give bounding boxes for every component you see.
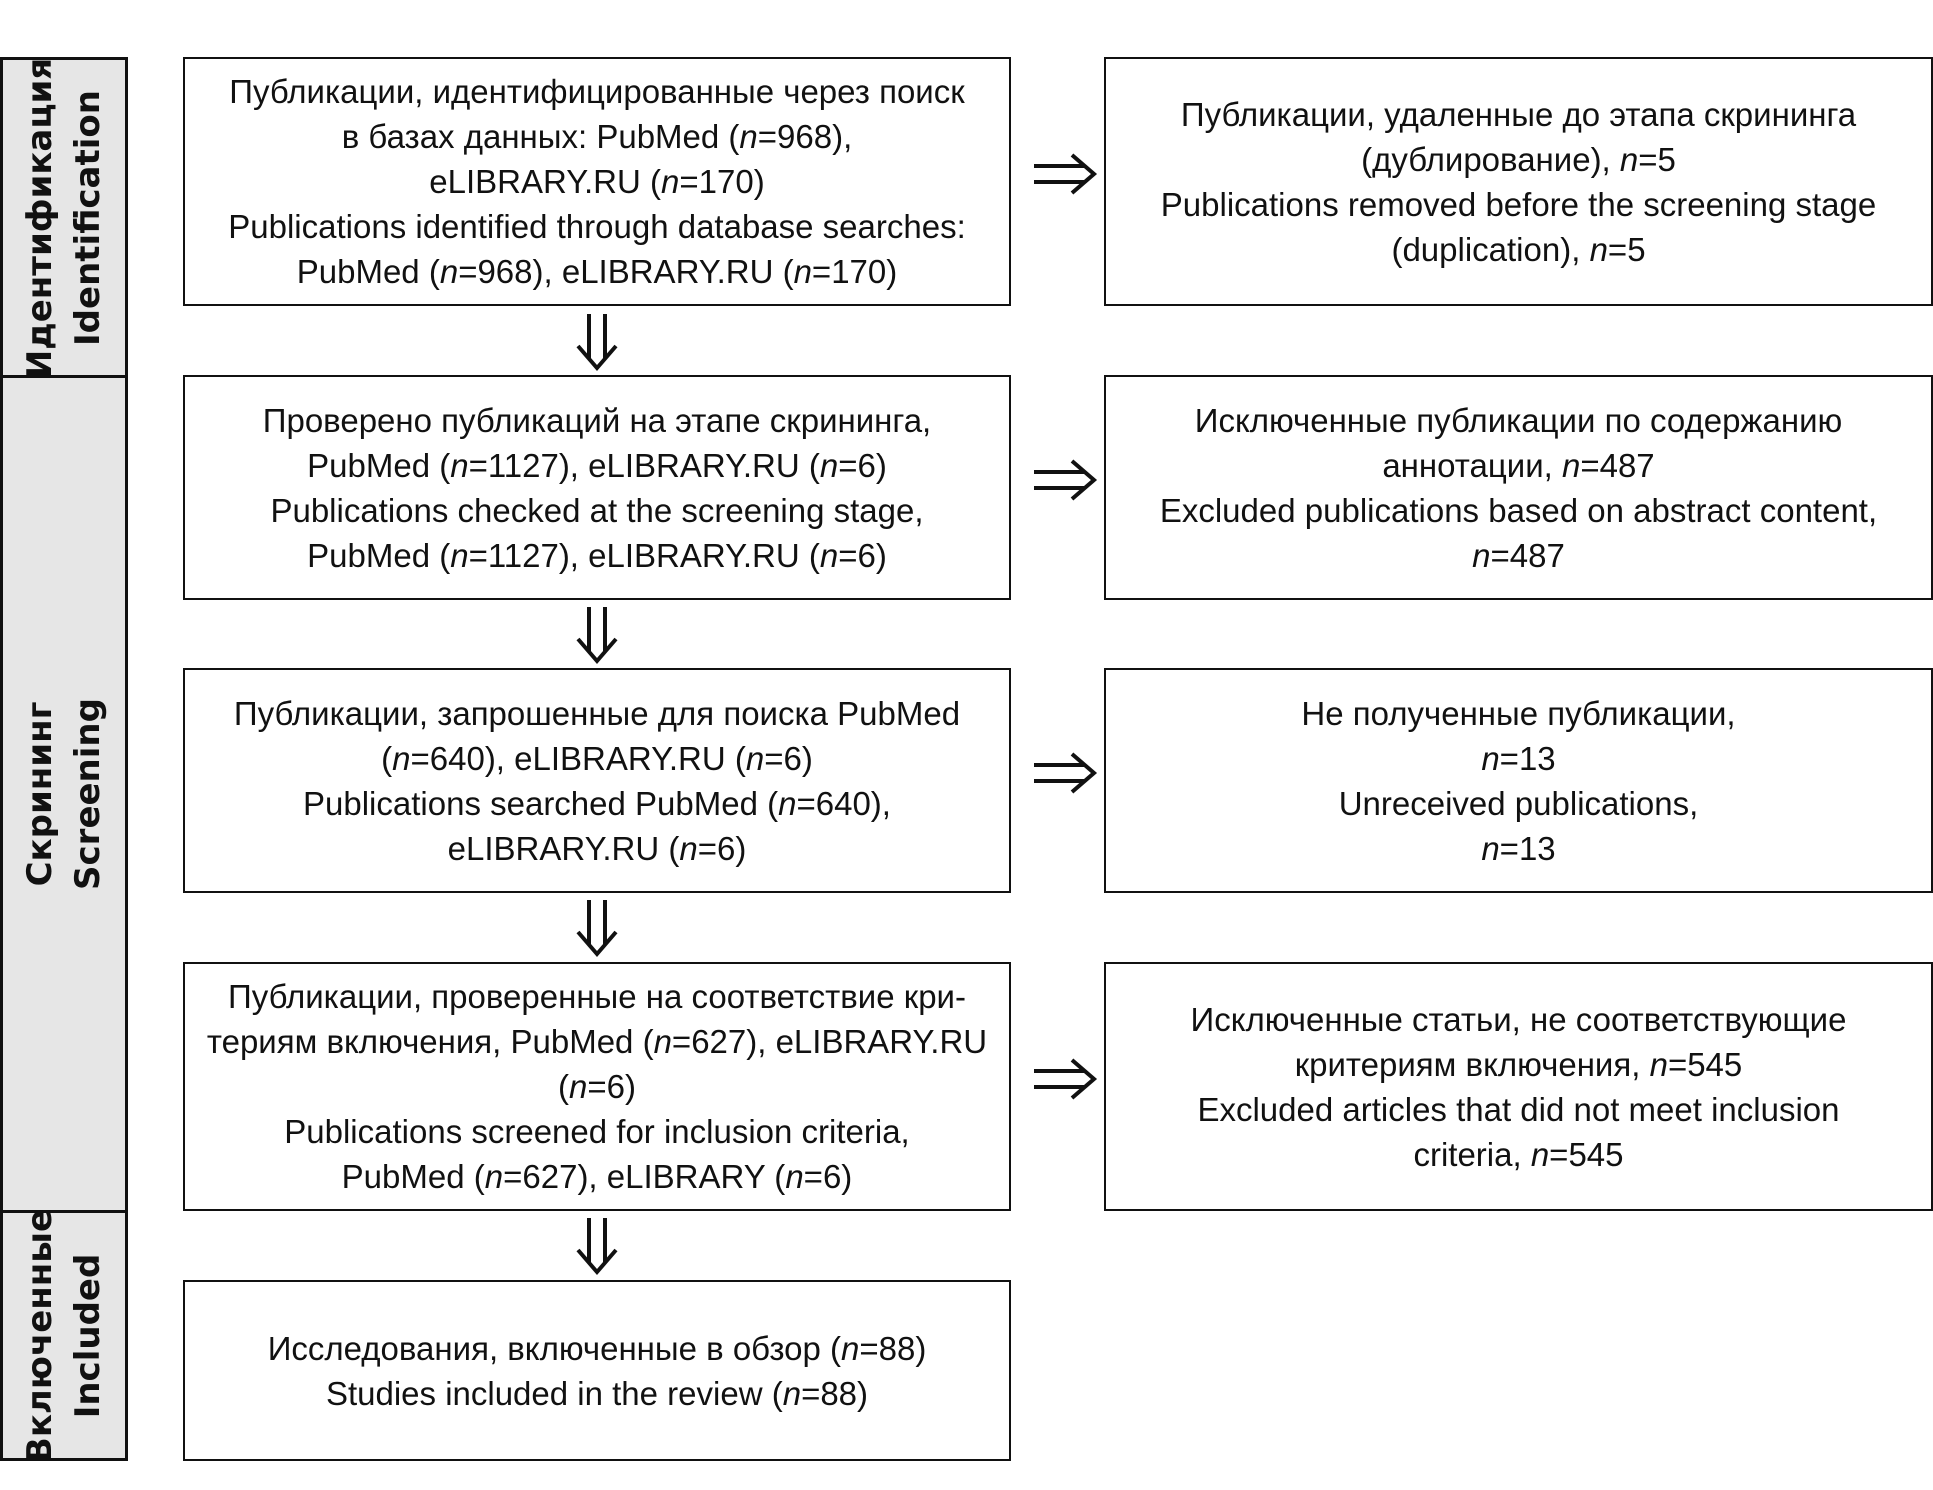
- double-arrow-down-icon: [576, 607, 618, 665]
- box-line: PubMed (n=968), eLIBRARY.RU (n=170): [296, 253, 898, 290]
- double-arrow-down-icon: [576, 314, 618, 372]
- box-line: (duplication), n=5: [1391, 230, 1646, 268]
- double-arrow-down-icon: [576, 1218, 618, 1276]
- box-line: eLIBRARY.RU (n=170): [429, 163, 765, 200]
- stage-screening: Скрининг Screening: [0, 375, 128, 1213]
- stage-label-en: Screening: [68, 698, 108, 890]
- stage-identification: Идентификация Identification: [0, 57, 128, 378]
- box-line: Публикации, проверенные на соответствие …: [227, 978, 966, 1015]
- box-identified: Публикации, идентифицированные через пои…: [183, 57, 1011, 306]
- box-line: n=487: [1472, 536, 1565, 574]
- box-excluded-criteria: Исключенные статьи, не соответствующие кр…: [1104, 962, 1933, 1211]
- box-line: аннотации, n=487: [1382, 446, 1655, 484]
- box-line: (дублирование), n=5: [1361, 140, 1676, 178]
- box-line: Publications identified through database…: [228, 208, 966, 245]
- double-arrow-right-icon: [1034, 1058, 1098, 1100]
- box-line: n=13: [1481, 739, 1556, 777]
- box-searched: Публикации, запрошенные для поиска PubMe…: [183, 668, 1011, 893]
- box-screened: Публикации, проверенные на соответствие …: [183, 962, 1011, 1211]
- box-line: Publications removed before the screenin…: [1160, 185, 1877, 223]
- box-line: Excluded publications based on abstract …: [1159, 491, 1878, 529]
- box-line: Публикации, идентифицированные через пои…: [229, 73, 965, 110]
- box-line: eLIBRARY.RU (n=6): [447, 829, 747, 867]
- box-line: (n=640), eLIBRARY.RU (n=6): [381, 739, 813, 777]
- box-line: Publications screened for inclusion crit…: [284, 1113, 910, 1150]
- box-line: Studies included in the review (n=88): [325, 1374, 869, 1412]
- box-line: Публикации, удаленные до этапа скрининга: [1180, 95, 1857, 133]
- stage-label-ru: Скрининг: [20, 701, 60, 887]
- box-checked: Проверено публикаций на этапе скрининга,…: [183, 375, 1011, 600]
- stage-identification-label: Идентификация Identification: [16, 57, 112, 377]
- stage-included-label: Включенные Included: [16, 1208, 112, 1462]
- box-line: (n=6): [558, 1068, 636, 1105]
- stage-label-ru: Идентификация: [20, 57, 60, 378]
- box-line: териям включения, PubMed (n=627), eLIBRA…: [206, 1023, 988, 1060]
- stage-label-en: Identification: [68, 89, 108, 346]
- box-line: Проверено публикаций на этапе скрининга,: [262, 401, 932, 439]
- box-included: Исследования, включенные в обзор (n=88) S…: [183, 1280, 1011, 1461]
- box-line: Исследования, включенные в обзор (n=88): [267, 1329, 927, 1367]
- box-line: Исключенные публикации по содержанию: [1194, 401, 1843, 439]
- box-identified-text: Публикации, идентифицированные через пои…: [228, 69, 966, 294]
- box-line: в базах данных: PubMed (n=968),: [341, 118, 853, 155]
- box-line: Excluded articles that did not meet incl…: [1197, 1090, 1840, 1128]
- box-line: n=13: [1481, 829, 1556, 867]
- box-line: Publications checked at the screening st…: [270, 491, 924, 529]
- box-line: Не полученные публикации,: [1301, 694, 1736, 732]
- stage-included: Включенные Included: [0, 1208, 128, 1463]
- box-excluded-abstract: Исключенные публикации по содержанию анно…: [1104, 375, 1933, 600]
- box-searched-text: Публикации, запрошенные для поиска PubMe…: [234, 691, 960, 871]
- box-removed-text: Публикации, удаленные до этапа скрининга…: [1161, 92, 1876, 272]
- stage-screening-label: Скрининг Screening: [16, 698, 112, 890]
- double-arrow-right-icon: [1034, 153, 1098, 195]
- box-line: Publications searched PubMed (n=640),: [303, 784, 891, 822]
- box-line: criteria, n=545: [1413, 1135, 1624, 1173]
- box-line: критериям включения, n=545: [1294, 1045, 1743, 1083]
- box-checked-text: Проверено публикаций на этапе скрининга,…: [263, 398, 931, 578]
- stage-label-ru: Включенные: [20, 1208, 61, 1463]
- box-line: Unreceived publications,: [1338, 784, 1699, 822]
- double-arrow-down-icon: [576, 900, 618, 958]
- box-line: Публикации, запрошенные для поиска PubMe…: [233, 694, 961, 732]
- box-screened-text: Публикации, проверенные на соответствие …: [207, 974, 987, 1199]
- box-line: PubMed (n=1127), eLIBRARY.RU (n=6): [307, 446, 887, 484]
- box-excluded-abstract-text: Исключенные публикации по содержанию анно…: [1160, 398, 1877, 578]
- box-excluded-criteria-text: Исключенные статьи, не соответствующие кр…: [1191, 997, 1847, 1177]
- box-line: Исключенные статьи, не соответствующие: [1190, 1000, 1847, 1038]
- box-included-text: Исследования, включенные в обзор (n=88) S…: [268, 1326, 927, 1416]
- box-line: PubMed (n=627), eLIBRARY (n=6): [341, 1158, 853, 1195]
- double-arrow-right-icon: [1034, 752, 1098, 794]
- stage-label-en: Included: [68, 1253, 109, 1418]
- box-removed: Публикации, удаленные до этапа скрининга…: [1104, 57, 1933, 306]
- double-arrow-right-icon: [1034, 459, 1098, 501]
- box-line: PubMed (n=1127), eLIBRARY.RU (n=6): [307, 536, 887, 574]
